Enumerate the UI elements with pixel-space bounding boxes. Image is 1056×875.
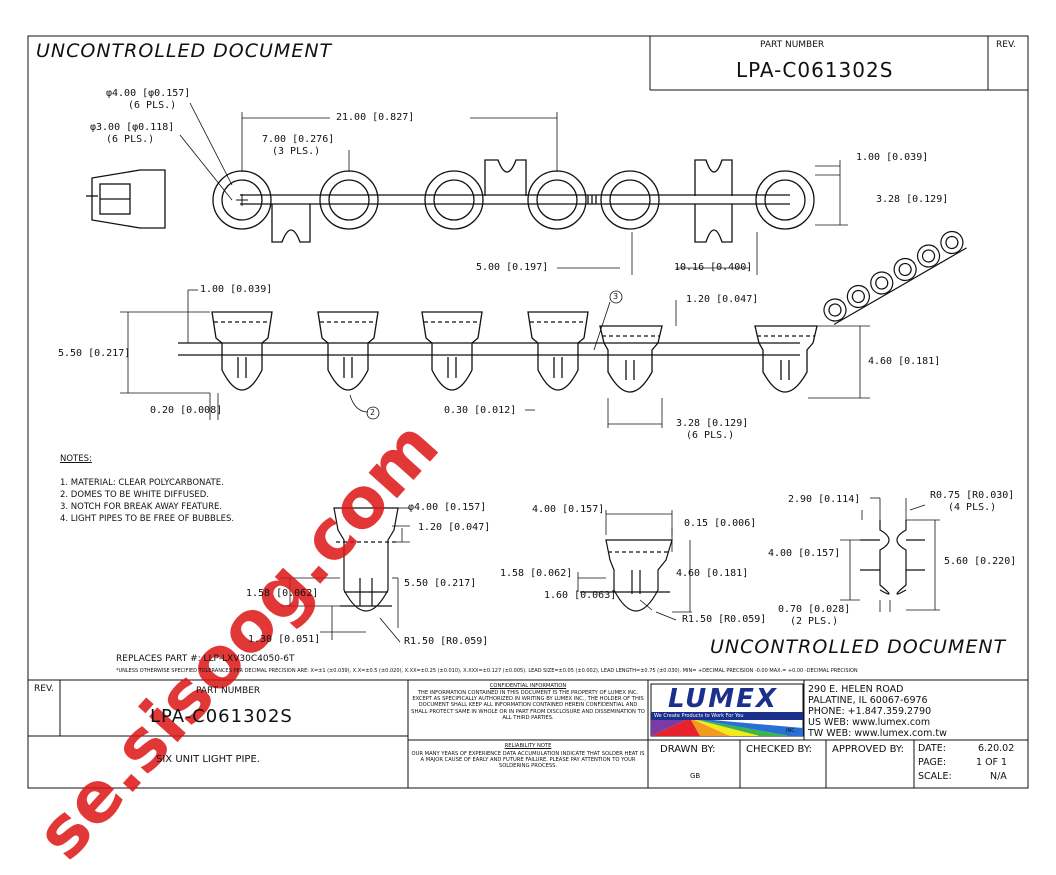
company-us-web: US WEB: www.lumex.com [808,717,931,728]
tb-part-number-label: PART NUMBER [196,686,261,696]
notes-title: NOTES: [60,454,92,464]
detail2-width: 4.00 [0.157] [532,504,605,515]
detail3-width: 2.90 [0.114] [788,494,861,505]
detail1-step: 1.58 [0.062] [246,588,319,599]
outer-frame [27,35,1029,789]
detail1-ledge: 1.20 [0.047] [418,522,491,533]
tb-description: SIX UNIT LIGHT PIPE. [156,754,260,765]
confidential-title: CONFIDENTIAL INFORMATION [489,683,567,689]
detail3-gap: 0.70 [0.028] [778,604,851,615]
checked-by-label: CHECKED BY: [746,744,813,755]
tb-part-number: LPA-C061302S [150,706,293,727]
dim-spacing: 5.00 [0.197] [476,262,549,273]
detail1-tab: 1.30 [0.051] [248,634,321,645]
rev-label: REV. [996,40,1016,50]
detail2-step: 1.58 [0.062] [500,568,573,579]
lumex-inc: INC. [786,728,797,734]
company-address-1: 290 E. HELEN ROAD [808,684,904,695]
dim-gap-2: 0.30 [0.012] [444,405,517,416]
reliability-title: RELIABILITY NOTE [504,743,552,749]
dim-overall: 21.00 [0.827] [336,112,415,123]
callout-3: 3 [613,292,619,301]
drawn-by-label: DRAWN BY: [660,744,716,755]
part-number: LPA-C061302S [736,58,894,82]
page-value: 1 OF 1 [976,757,1008,768]
detail3-height: 4.00 [0.157] [768,548,841,559]
detail1-radius: R1.50 [R0.059] [404,636,489,647]
lumex-logo: LUMEX [668,684,778,714]
dim-dome-width-qty: (6 PLS.) [686,430,735,441]
scale-value: N/A [990,771,1007,782]
company-address-2: PALATINE, IL 60067-6976 [808,695,928,706]
dim-inner-diameter: φ3.00 [φ0.118] [90,122,175,133]
dim-outer-diameter-qty: (6 PLS.) [128,100,177,111]
detail3-radius-qty: (4 PLS.) [948,502,997,513]
dim-tab-thickness: 1.00 [0.039] [856,152,929,163]
dim-front-top: 1.00 [0.039] [200,284,273,295]
lumex-logo-graphic [650,683,804,737]
note-4: 4. LIGHT PIPES TO BE FREE OF BUBBLES. [60,514,235,524]
detail1-diameter: φ4.00 [0.157] [408,502,487,513]
detail2-draft: 0.15 [0.006] [684,518,757,529]
drawn-by-value: GB [690,772,701,780]
dim-height: 3.28 [0.129] [876,194,949,205]
uncontrolled-document-footer: UNCONTROLLED DOCUMENT [710,636,1007,658]
dim-front-dome-height: 4.60 [0.181] [868,356,941,367]
detail2-slot: 1.60 [0.063] [544,590,617,601]
date-value: 6.20.02 [978,743,1015,754]
detail2-radius: R1.50 [R0.059] [682,614,767,625]
drawing-svg [27,35,1029,789]
company-tw-web: TW WEB: www.lumex.com.tw [808,728,947,739]
confidential-text: THE INFORMATION CONTAINED IN THIS DOCUME… [411,690,645,721]
page-label: PAGE: [918,757,947,768]
tolerances-note: *UNLESS OTHERWISE SPECIFIED TOLERANCES P… [116,668,858,674]
dim-front-height: 5.50 [0.217] [58,348,131,359]
replaces-part: REPLACES PART #: LLP-LXV30C4050-6T [116,654,295,664]
detail3-gap-qty: (2 PLS.) [790,616,839,627]
detail1-height: 5.50 [0.217] [404,578,477,589]
uncontrolled-document-header: UNCONTROLLED DOCUMENT [36,40,333,62]
reliability-text: OUR MANY YEARS OF EXPERIENCE DATA ACCUMU… [411,751,645,770]
detail3-radius: R0.75 [R0.030] [930,490,1015,501]
date-label: DATE: [918,743,946,754]
scale-label: SCALE: [918,771,952,782]
dim-spacing-2: 10.16 [0.400] [674,262,753,273]
dim-gap-1: 0.20 [0.008] [150,405,223,416]
note-1: 1. MATERIAL: CLEAR POLYCARBONATE. [60,478,224,488]
note-3: 3. NOTCH FOR BREAK AWAY FEATURE. [60,502,223,512]
dim-dome-width: 3.28 [0.129] [676,418,749,429]
approved-by-label: APPROVED BY: [832,744,905,755]
tb-rev-label: REV. [34,684,54,694]
dim-inner-diameter-qty: (6 PLS.) [106,134,155,145]
dim-outer-diameter: φ4.00 [φ0.157] [106,88,191,99]
part-number-label: PART NUMBER [760,40,825,50]
note-2: 2. DOMES TO BE WHITE DIFFUSED. [60,490,209,500]
detail2-height: 4.60 [0.181] [676,568,749,579]
dim-pitch-qty: (3 PLS.) [272,146,321,157]
detail3-overall: 5.60 [0.220] [944,556,1017,567]
dim-front-ledge: 1.20 [0.047] [686,294,759,305]
lumex-tagline: We Create Products to Work For You [654,713,744,719]
drawing-sheet: se.sisoog.com UNCONTROLLED DOCUMENT PART… [20,35,1029,875]
dim-pitch: 7.00 [0.276] [262,134,335,145]
callout-2: 2 [370,408,376,417]
company-phone: PHONE: +1.847.359.2790 [808,706,932,717]
